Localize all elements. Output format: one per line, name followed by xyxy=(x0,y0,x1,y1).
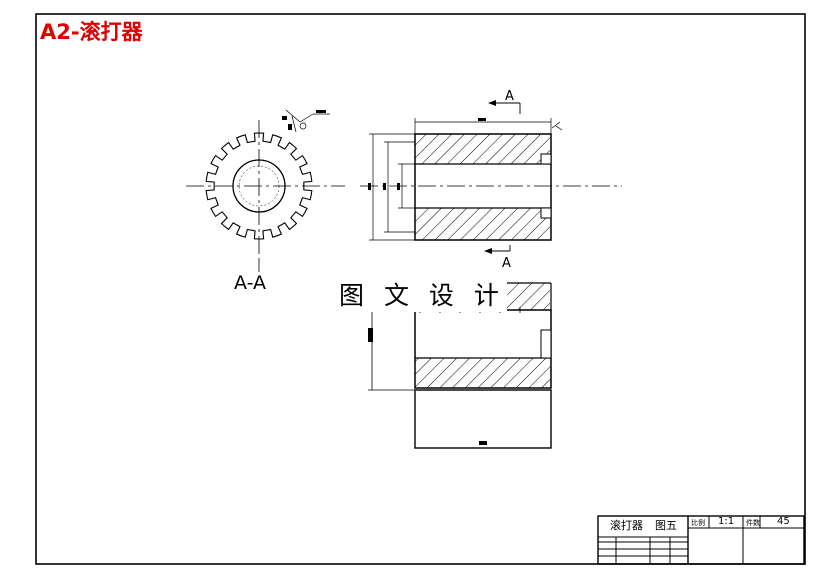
section-mark-top: A xyxy=(505,89,514,104)
drawing-heading: A2-滚打器 xyxy=(40,20,143,44)
front-dimension-marks xyxy=(368,118,486,190)
title-block-scale-label: 比例 xyxy=(691,519,705,527)
gear-end-view xyxy=(186,109,345,258)
front-section-view xyxy=(360,100,622,254)
section-mark-bottom: A xyxy=(502,256,511,271)
section-view-label: A-A xyxy=(234,272,267,294)
title-block-qty-label: 件数 xyxy=(746,519,760,527)
gear-annotation-marks xyxy=(282,110,326,130)
title-block-qty-value: 45 xyxy=(777,516,790,527)
gear-bore-inner xyxy=(238,165,280,207)
lower-base-plate xyxy=(414,389,552,449)
gear-bore xyxy=(232,159,286,213)
front-right-step xyxy=(540,153,552,165)
front-wall-bottom-hatch xyxy=(415,208,550,240)
lower-wall-hatch xyxy=(415,358,550,388)
title-block-grid xyxy=(597,515,805,565)
gear-teeth-outline xyxy=(205,132,313,240)
lower-view xyxy=(368,282,552,449)
sheet-border xyxy=(35,13,806,565)
title-block-drawing-code: 图五 xyxy=(655,519,677,532)
watermark-text: 图 文 设 计 xyxy=(337,276,507,312)
title-block-scale-value: 1:1 xyxy=(718,516,735,527)
title-block-part-name: 滚打器 xyxy=(610,519,643,532)
front-wall-top-hatch xyxy=(415,134,550,164)
lower-dimension-marks xyxy=(368,328,487,445)
front-body-outline xyxy=(414,133,552,241)
